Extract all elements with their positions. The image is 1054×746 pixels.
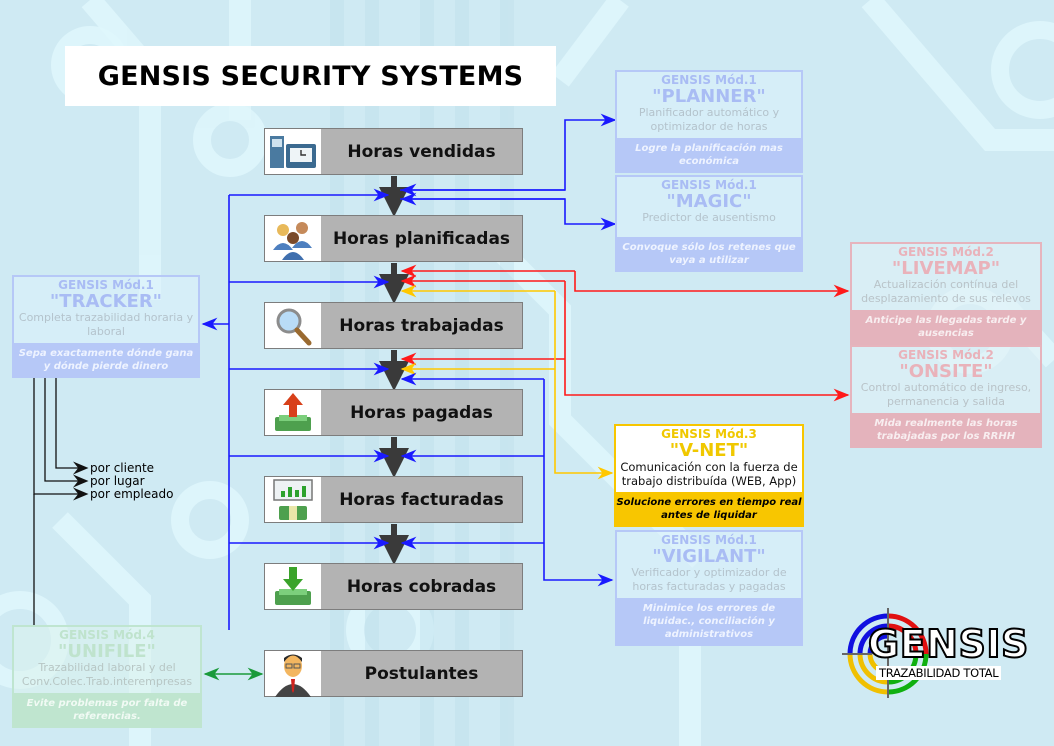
module-magic[interactable]: GENSIS Mód.1 "MAGIC" Predictor de ausent… [615,175,803,272]
logo-tagline: TRAZABILIDAD TOTAL [876,666,1002,680]
tracker-connectors [201,188,390,630]
vnet-connectors [400,284,614,480]
module-header: GENSIS Mód.1 [58,278,154,292]
module-header: GENSIS Mód.1 [661,178,757,192]
module-tagline: Minimice los errores de liquidac., conci… [615,598,803,646]
step-postulantes[interactable]: Postulantes [264,650,523,697]
module-header: GENSIS Mód.1 [661,73,757,87]
module-header: GENSIS Mód.2 [898,348,994,362]
step-label: Postulantes [364,663,479,684]
module-header: GENSIS Mód.4 [59,628,155,642]
module-unifile[interactable]: GENSIS Mód.4 "UNIFILE" Trazabilidad labo… [12,625,202,728]
step-label: Horas cobradas [346,576,497,597]
step-horas-facturadas[interactable]: Horas facturadas [264,476,523,523]
module-header: GENSIS Mód.2 [898,245,994,259]
module-name: "UNIFILE" [58,641,156,662]
module-name: "LIVEMAP" [891,258,1001,279]
vigilant-connectors [400,372,614,587]
step-horas-trabajadas[interactable]: Horas trabajadas [264,302,523,349]
invoice-chart-money-icon [265,477,321,522]
module-name: "V-NET" [669,440,749,461]
breakdown-por-empleado: por empleado [90,487,174,501]
module-tracker[interactable]: GENSIS Mód.1 "TRACKER" Completa trazabil… [12,275,200,378]
module-tagline: Logre la planificación mas económica [615,138,803,173]
module-description: Verificador y optimizador de horas factu… [631,566,787,593]
module-onsite[interactable]: GENSIS Mód.2 "ONSITE" Control automático… [850,345,1042,448]
module-tagline: Mida realmente las horas trabajadas por … [850,413,1042,448]
money-down-arrow-icon [265,564,321,609]
module-planner[interactable]: GENSIS Mód.1 "PLANNER" Planificador auto… [615,70,803,173]
module-name: "MAGIC" [666,191,752,212]
module-name: "ONSITE" [899,361,993,382]
module-tagline: Anticipe las llegadas tarde y ausencias [850,310,1042,345]
step-label: Horas pagadas [350,402,493,423]
target-rings-icon [842,608,929,698]
page-title-box: GENSIS SECURITY SYSTEMS [65,46,556,106]
module-description: Actualización contínua del desplazamient… [861,278,1031,305]
module-description: Completa trazabilidad horaria y laboral [18,311,194,338]
module-livemap[interactable]: GENSIS Mód.2 "LIVEMAP" Actualización con… [850,242,1042,345]
module-vnet[interactable]: GENSIS Mód.3 "V-NET" Comunicación con la… [614,424,804,527]
module-header: GENSIS Mód.3 [661,427,757,441]
step-horas-pagadas[interactable]: Horas pagadas [264,389,523,436]
module-name: "TRACKER" [49,291,163,312]
module-description: Predictor de ausentismo [642,211,776,224]
module-description: Comunicación con la fuerza de trabajo di… [620,460,798,488]
step-horas-vendidas[interactable]: Horas vendidas [264,128,523,175]
money-up-arrow-icon [265,390,321,435]
magnifier-icon [265,303,321,348]
people-group-icon [265,216,321,261]
logo-wordmark: GENSIS [867,621,1029,667]
module-name: "PLANNER" [652,86,766,107]
step-label: Horas facturadas [339,489,504,510]
module-name: "VIGILANT" [652,546,766,567]
module-tagline: Evite problemas por falta de referencias… [12,693,202,728]
module-description: Planificador automático y optimizador de… [638,106,780,133]
businessman-icon [265,651,321,697]
step-horas-cobradas[interactable]: Horas cobradas [264,563,523,610]
gensis-logo: GENSIS TRAZABILIDAD TOTAL [842,608,1029,698]
module-tagline: Sepa exactamente dónde gana y dónde pier… [12,343,200,378]
breakdown-por-cliente: por cliente [90,461,155,475]
breakdown-por-lugar: por lugar [90,474,145,488]
module-description: Control automático de ingreso, permanenc… [860,381,1032,408]
step-label: Horas vendidas [347,141,496,162]
module-tagline: Solucione errores en tiempo real antes d… [614,492,804,527]
step-label: Horas planificadas [332,228,511,249]
page-title: GENSIS SECURITY SYSTEMS [97,60,524,92]
module-vigilant[interactable]: GENSIS Mód.1 "VIGILANT" Verificador y op… [615,530,803,646]
step-label: Horas trabajadas [339,315,504,336]
module-description: Trazabilidad laboral y del Conv.Colec.Tr… [21,661,193,688]
module-tagline: Convoque sólo los retenes que vaya a uti… [615,237,803,272]
step-horas-planificadas[interactable]: Horas planificadas [264,215,523,262]
livemap-onsite-connectors [400,264,850,402]
module-header: GENSIS Mód.1 [661,533,757,547]
time-clock-icon [265,129,321,174]
tracker-breakdown-lines [33,375,89,625]
planner-magic-connectors [400,113,617,231]
